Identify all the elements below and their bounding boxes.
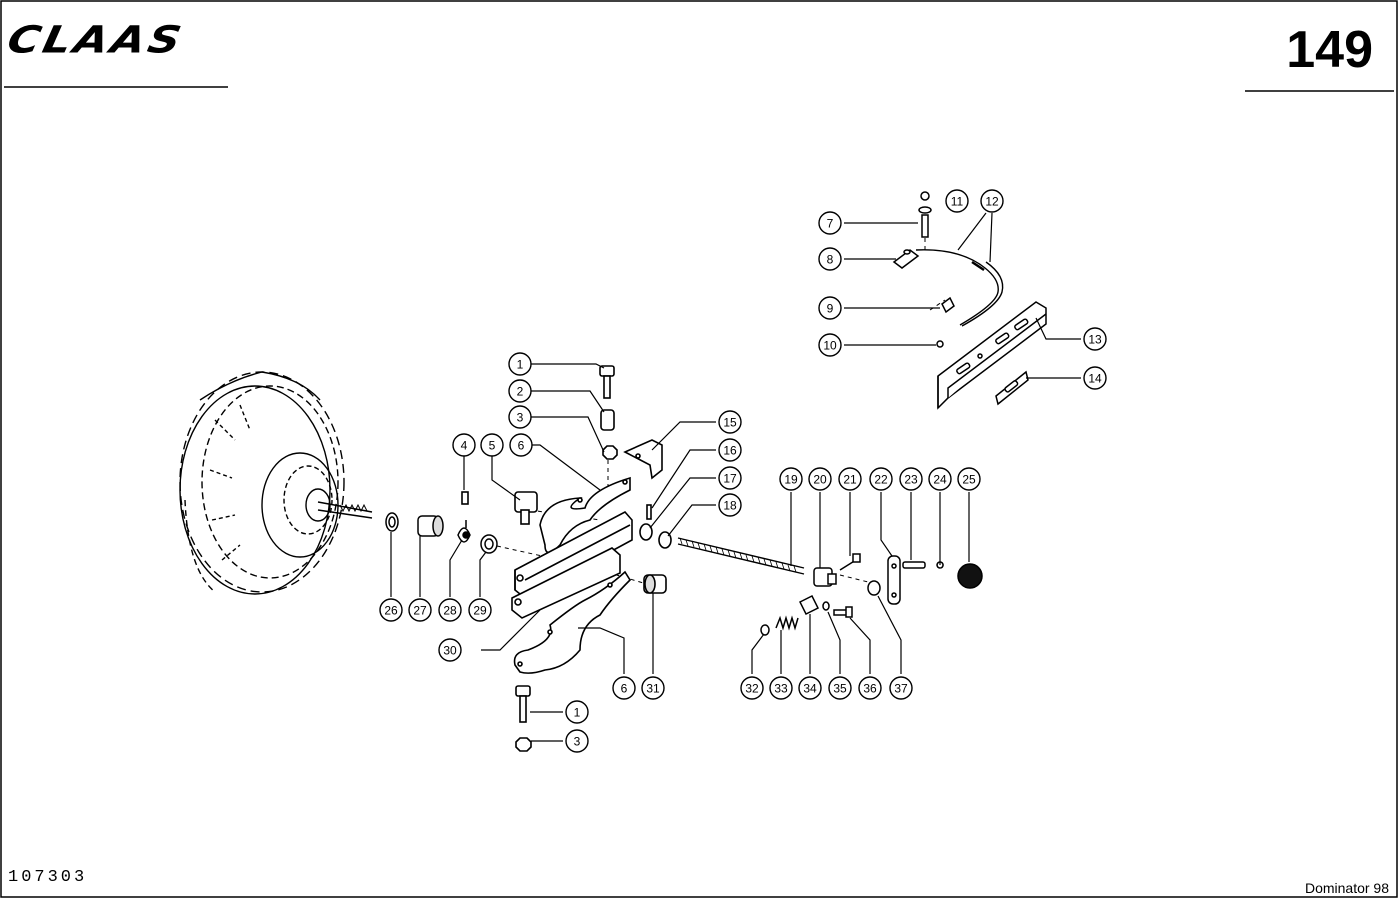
callout-circle (928, 467, 952, 491)
document-id: 107303 (8, 868, 88, 887)
callout-label: 36 (863, 682, 877, 696)
callout-label: 35 (833, 682, 847, 696)
callout-circle (769, 676, 793, 700)
callout-label: 21 (843, 473, 857, 487)
callout-label: 6 (621, 682, 628, 696)
callout-circle (945, 189, 969, 213)
callout-label: 34 (803, 682, 817, 696)
callout-circle (508, 405, 532, 429)
callout-label: 22 (874, 473, 888, 487)
adjuster-parts (760, 553, 983, 636)
callout-circle (612, 676, 636, 700)
callout-circle (869, 467, 893, 491)
cable-assembly (892, 191, 1047, 410)
callout-label: 17 (723, 472, 737, 486)
callout-label: 15 (723, 416, 737, 430)
callout-label: 30 (443, 644, 457, 658)
callout-label: 8 (827, 253, 834, 267)
callout-label: 14 (1088, 372, 1102, 386)
callout-label: 7 (827, 217, 834, 231)
model-name: Dominator 98 (1304, 880, 1389, 896)
callout-circle (899, 467, 923, 491)
callout-label: 18 (723, 499, 737, 513)
callout-label: 29 (473, 604, 487, 618)
callout-label: 20 (813, 473, 827, 487)
callout-circle (480, 433, 504, 457)
callout-label: 31 (646, 682, 660, 696)
callout-circle (838, 467, 862, 491)
callout-circle (980, 189, 1004, 213)
callout-circle (408, 598, 432, 622)
callout-circle (889, 676, 913, 700)
callout-circle (718, 410, 742, 434)
callout-circle (452, 433, 476, 457)
callout-circle (808, 467, 832, 491)
callout-circle (718, 493, 742, 517)
callout-circle (718, 438, 742, 462)
callout-circle (779, 467, 803, 491)
callout-label: 2 (517, 385, 524, 399)
callout-circle (438, 638, 462, 662)
callout-label: 1 (517, 358, 524, 372)
callout-label: 4 (461, 439, 468, 453)
callout-label: 1 (574, 706, 581, 720)
callout-label: 19 (784, 473, 798, 487)
bracket-assembly (461, 365, 672, 752)
callout-label: 3 (574, 735, 581, 749)
leader-lines (390, 212, 1081, 742)
callout-label: 9 (827, 302, 834, 316)
shaft-parts (385, 512, 498, 554)
threaded-rod (677, 537, 805, 575)
callout-circle (828, 676, 852, 700)
callout-circle (858, 676, 882, 700)
callout-circle (818, 247, 842, 271)
callout-circle (1083, 327, 1107, 351)
callout-label: 24 (933, 473, 947, 487)
callout-label: 6 (518, 439, 525, 453)
callout-circle (509, 433, 533, 457)
callout-label: 5 (489, 439, 496, 453)
callout-circle (740, 676, 764, 700)
callout-label: 13 (1088, 333, 1102, 347)
callout-circle (379, 598, 403, 622)
callout-label: 25 (962, 473, 976, 487)
callout-circle (508, 352, 532, 376)
callout-circle (818, 211, 842, 235)
callout-circle (1083, 366, 1107, 390)
callout-label: 26 (384, 604, 398, 618)
pulley-drum (179, 371, 345, 595)
callout-circle (565, 700, 589, 724)
callout-label: 10 (823, 339, 837, 353)
callout-circle (438, 598, 462, 622)
drive-shaft (317, 501, 373, 519)
callout-label: 33 (774, 682, 788, 696)
callout-circle (718, 466, 742, 490)
callout-label: 23 (904, 473, 918, 487)
callout-circle (641, 676, 665, 700)
callout-circle (818, 333, 842, 357)
callout-circle (565, 729, 589, 753)
page-number: 149 (1286, 21, 1373, 79)
callout-label: 28 (443, 604, 457, 618)
callout-circle (957, 467, 981, 491)
callout-label: 37 (894, 682, 908, 696)
callout-label: 11 (951, 195, 964, 209)
callout-label: 3 (517, 411, 524, 425)
callout-label: 16 (723, 444, 737, 458)
callout-label: 32 (745, 682, 759, 696)
callout-circle (508, 379, 532, 403)
callout-label: 12 (985, 195, 999, 209)
callout-circle (798, 676, 822, 700)
callout-circle (468, 598, 492, 622)
callout-label: 27 (413, 604, 427, 618)
callout-circle (818, 296, 842, 320)
